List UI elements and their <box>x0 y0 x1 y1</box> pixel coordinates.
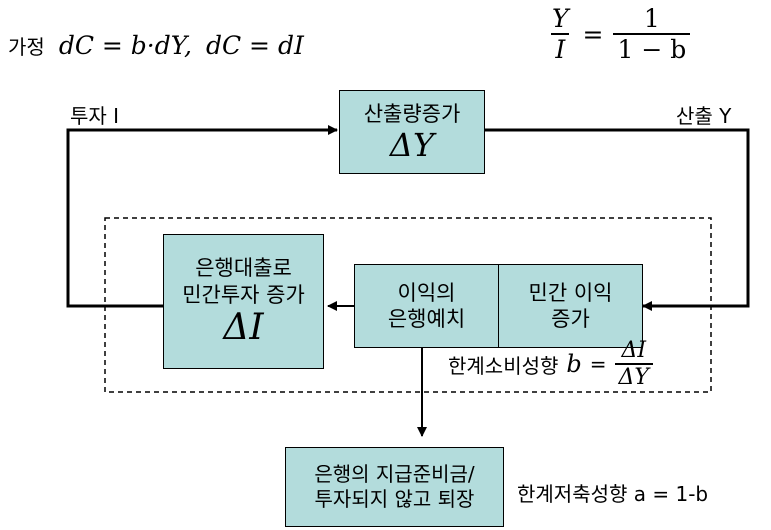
private-profit-line1: 민간 이익 <box>528 280 613 305</box>
assumption-eq1: dC = b·dY, <box>58 30 192 60</box>
mpc-equals: = <box>589 352 607 376</box>
investment-label: 투자 I <box>70 104 120 128</box>
multiplier-formula: Y I = 1 1 − b <box>548 4 691 64</box>
assumption: 가정 dC = b·dY, dC = dI <box>8 28 304 62</box>
bank-lending-line1: 은행대출로 <box>195 256 292 281</box>
private-profit-box: 민간 이익 증가 <box>498 264 643 348</box>
assumption-label: 가정 <box>8 34 45 59</box>
profit-deposit-line2: 은행예치 <box>387 307 466 331</box>
output-increase-label: 산출량증가 <box>363 102 461 127</box>
mpc-label: 한계소비성향 <box>448 353 559 378</box>
profit-deposit-line1: 이익의 <box>397 280 456 305</box>
mpc-symbol: b <box>566 350 582 378</box>
assumption-eq2: dC = dI <box>205 30 304 60</box>
bank-lending-box: 은행대출로 민간투자 증가 ΔI <box>163 234 324 369</box>
delta-i: ΔI <box>223 306 264 348</box>
ratio-equals: = <box>582 19 604 49</box>
bank-lending-line2: 민간투자 증가 <box>182 282 305 307</box>
private-profit-line2: 증가 <box>551 307 590 331</box>
reserve-box: 은행의 지급준비금/ 투자되지 않고 퇴장 <box>285 447 504 527</box>
output-label: 산출 Y <box>676 104 732 128</box>
multiplier-fraction: 1 1 − b <box>613 4 691 64</box>
mpc-formula: 한계소비성향 b = ΔI ΔY <box>448 338 653 390</box>
profit-deposit-box: 이익의 은행예치 <box>354 264 499 348</box>
output-increase-box: 산출량증가 ΔY <box>339 90 485 174</box>
investment-arrow <box>66 125 338 308</box>
delta-y: ΔY <box>389 125 435 164</box>
reserve-line1: 은행의 지급준비금/ <box>314 462 475 486</box>
mpc-fraction: ΔI ΔY <box>614 338 653 390</box>
output-investment-ratio: Y I <box>551 4 570 64</box>
output-arrow <box>485 128 750 311</box>
reserve-line2: 투자되지 않고 퇴장 <box>314 487 475 511</box>
mps-label: 한계저축성향 a = 1-b <box>517 482 709 506</box>
